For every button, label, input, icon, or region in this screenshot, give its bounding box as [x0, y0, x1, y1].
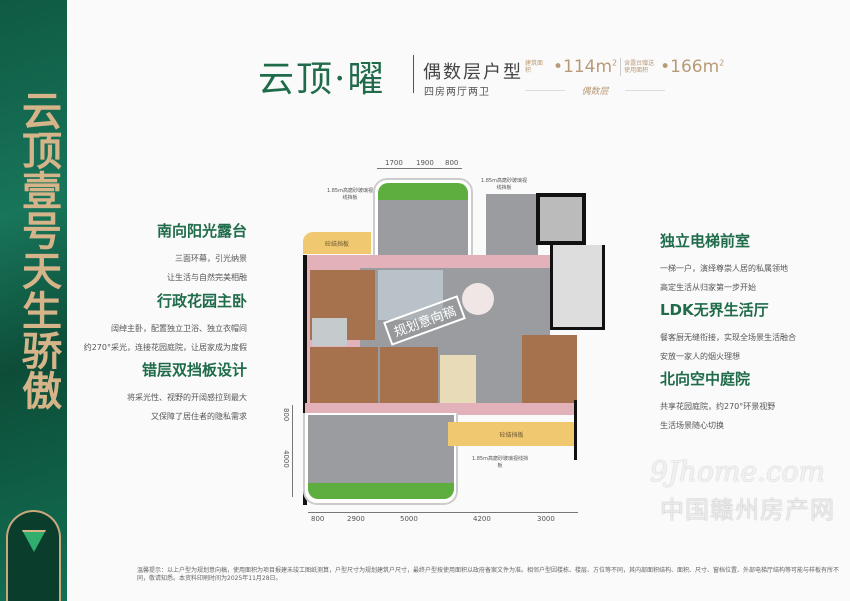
- feature-master-bedroom: 行政花园主卧 阔绰主卧，配置独立卫浴、独立衣帽间 约270°采光，连接花园庭院，…: [47, 290, 247, 357]
- feature-line: 一梯一户，演绎尊崇人居的私属领地: [660, 264, 788, 273]
- building-area: •114m2: [553, 57, 618, 77]
- feature-title: 南向阳光露台: [156, 222, 247, 240]
- area-divider: [620, 58, 622, 76]
- entry-foyer: [486, 194, 538, 266]
- bedroom: [310, 347, 378, 405]
- feature-line: 生活场景随心切换: [660, 421, 724, 430]
- feature-title: 错层双挡板设计: [141, 361, 247, 379]
- area-block: 建筑面积 •114m2 含露台赠送使用面积 •166m2: [525, 57, 724, 77]
- usable-area-label: 含露台赠送使用面积: [624, 60, 655, 74]
- watermark-site: 中国赣州房产网: [660, 496, 835, 524]
- dimension: 800: [282, 408, 290, 422]
- watermark-logo: 9Jhome.com: [650, 455, 826, 488]
- brand-sidebar: 云顶壹号 天生骄傲: [0, 0, 67, 601]
- feature-line: 让生活与自然完美相融: [167, 273, 247, 282]
- feature-line: 将采光性、视野的开阔感拉到最大: [127, 393, 247, 402]
- feature-line: 又保障了居住者的隐私需求: [151, 412, 247, 421]
- dimension: 4000: [282, 450, 290, 468]
- disclaimer: 温馨提示：以上户型为规划意向稿，使用面积为项目报建未竣工图纸测算，户型尺寸为规划…: [137, 567, 840, 582]
- glass-note: 1.85m高磨砂玻璃视线挡板: [480, 178, 527, 191]
- dimension: 2900: [347, 515, 365, 523]
- brand-calligraphy-1: 云顶壹号: [15, 90, 62, 250]
- feature-title: 北向空中庭院: [660, 370, 751, 388]
- dimension: 800: [445, 159, 459, 167]
- feature-south-terrace: 南向阳光露台 三面环幕，引光纳景 让生活与自然完美相融: [47, 220, 247, 287]
- bedroom: [380, 347, 438, 405]
- bedroom: [522, 335, 577, 405]
- feature-line: 三面环幕，引光纳景: [175, 254, 247, 263]
- arch-emblem: [6, 510, 61, 601]
- dimension: 1700: [385, 159, 403, 167]
- divider: [413, 55, 414, 93]
- dining-table: [462, 283, 494, 315]
- glass-note: 1.85m高磨砂玻璃视线挡板: [326, 188, 373, 201]
- feature-north-courtyard: 北向空中庭院 共享花园庭院，约270°环景视野 生活场景随心切换: [660, 368, 840, 435]
- feature-line: 共享花园庭院，约270°环景视野: [660, 402, 776, 411]
- panel-label: 砼结挡板: [303, 232, 371, 254]
- room-layout: 四房两厅两卫: [424, 87, 490, 98]
- usable-area: •166m2: [660, 57, 725, 77]
- feature-line: 约270°采光，连接花园庭院，让居家成为度假: [83, 343, 247, 352]
- feature-ldk: LDK无界生活厅 餐客厨无缝衔接，实现全场景生活融合 安放一家人的烟火理想: [660, 299, 840, 366]
- elevator: [536, 193, 586, 245]
- dimension: 4200: [473, 515, 491, 523]
- staircase: [550, 245, 605, 330]
- unit-type: 偶数层户型: [423, 62, 523, 83]
- dimension: 1900: [416, 159, 434, 167]
- bathroom: [378, 270, 443, 320]
- dimension: 5000: [400, 515, 418, 523]
- feature-line: 阔绰主卧，配置独立卫浴、独立衣帽间: [111, 324, 247, 333]
- feature-line: 餐客厨无缝衔接，实现全场景生活融合: [660, 333, 796, 342]
- dimension: 800: [311, 515, 325, 523]
- dimension: 3000: [537, 515, 555, 523]
- feature-elevator-lobby: 独立电梯前室 一梯一户，演绎尊崇人居的私属领地 高定生活从归家第一步开始: [660, 230, 840, 297]
- feature-double-panel: 错层双挡板设计 将采光性、视野的开阔感拉到最大 又保障了居住者的隐私需求: [47, 359, 247, 426]
- bathroom: [312, 318, 347, 346]
- glass-note: 1.85m高磨砂玻璃视线挡板: [471, 456, 528, 469]
- building-area-label: 建筑面积: [525, 60, 544, 74]
- feature-title: LDK无界生活厅: [660, 301, 769, 319]
- feature-title: 独立电梯前室: [660, 232, 751, 250]
- page-title: 云顶·曜: [258, 59, 386, 100]
- south-terrace: [308, 415, 454, 483]
- sofa: [440, 355, 476, 403]
- brand-calligraphy-2: 天生骄傲: [15, 250, 62, 410]
- feature-line: 安放一家人的烟火理想: [660, 352, 740, 361]
- feature-title: 行政花园主卧: [156, 292, 247, 310]
- feature-line: 高定生活从归家第一步开始: [660, 283, 756, 292]
- north-courtyard: [378, 200, 468, 256]
- panel-label: 砼结挡板: [448, 422, 575, 446]
- floor-tag: 偶数层: [525, 84, 665, 97]
